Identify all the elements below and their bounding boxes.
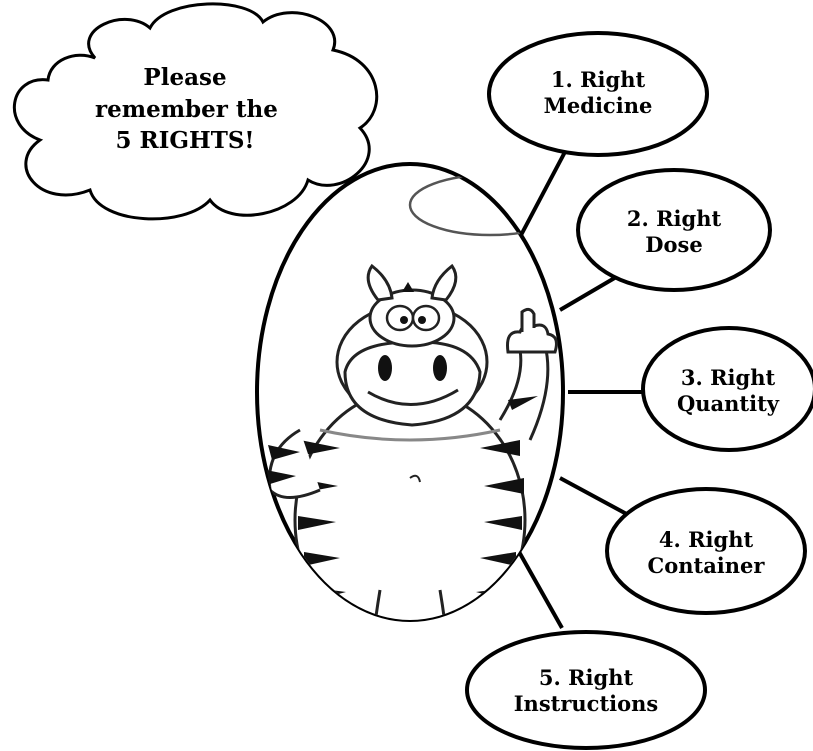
right-3-subtitle: Quantity [643, 391, 813, 417]
cloud-line-2: remember the [95, 94, 275, 126]
right-3-title: Right [710, 365, 775, 390]
cloud-line-3: 5 RIGHTS! [95, 125, 275, 157]
right-4-subtitle: Container [608, 553, 804, 579]
right-4-number: 4. [659, 527, 681, 552]
mascot-frame [257, 164, 570, 650]
right-1-number: 1. [551, 67, 573, 92]
right-2-title: Right [656, 206, 721, 231]
right-1-subtitle: Medicine [491, 93, 705, 119]
cloud-line-1: Please [95, 62, 275, 94]
connector-1 [520, 150, 566, 237]
thought-cloud-text: Please remember the 5 RIGHTS! [95, 62, 275, 157]
right-1-label: 1. Right Medicine [491, 67, 705, 120]
connector-5 [518, 550, 562, 628]
right-3-label: 3. Right Quantity [643, 365, 813, 418]
right-2-subtitle: Dose [576, 232, 772, 258]
right-3-number: 3. [681, 365, 703, 390]
right-5-label: 5. Right Instructions [468, 665, 704, 718]
right-2-number: 2. [627, 206, 649, 231]
connector-2 [560, 276, 618, 310]
right-5-title: Right [568, 665, 633, 690]
connector-4 [560, 478, 634, 518]
right-5-subtitle: Instructions [468, 691, 704, 717]
right-2-label: 2. Right Dose [576, 206, 772, 259]
right-4-label: 4. Right Container [608, 527, 804, 580]
right-5-number: 5. [539, 665, 561, 690]
right-4-title: Right [688, 527, 753, 552]
right-1-title: Right [580, 67, 645, 92]
